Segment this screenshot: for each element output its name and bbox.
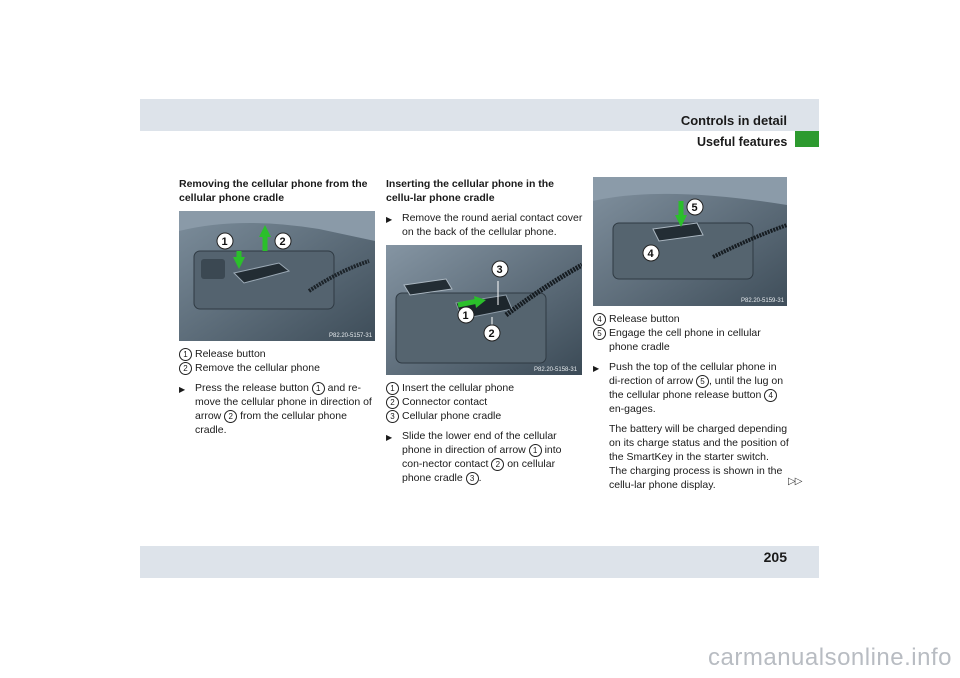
figure-code: P82.20-5158-31: [534, 367, 578, 373]
section-title: Controls in detail: [680, 113, 787, 128]
svg-text:4: 4: [648, 248, 655, 260]
callout-2: 2: [274, 232, 292, 250]
green-tab-marker: [795, 131, 819, 147]
figure-code: P82.20-5159-31: [741, 298, 785, 304]
figure-removing: P82.20-5157-31 1 2: [179, 211, 375, 341]
svg-text:5: 5: [692, 202, 698, 214]
triangle-right-icon: ▶: [179, 385, 186, 394]
figure-engaging: P82.20-5159-31 5 4: [593, 177, 787, 306]
page-number: 205: [763, 549, 787, 565]
double-triangle-right-icon: ▷▷: [788, 476, 802, 487]
heading-inserting: Inserting the cellular phone in the cell…: [386, 178, 555, 204]
svg-text:1: 1: [463, 310, 469, 322]
callout-2: 2: [483, 324, 501, 342]
step-instruction: ▶ Push the top of the cellular phone in …: [593, 361, 784, 415]
step-instruction: ▶ Slide the lower end of the cellular ph…: [386, 430, 562, 485]
header-band: Controls in detail: [140, 99, 819, 131]
callout-5: 5: [686, 198, 704, 216]
triangle-right-icon: ▶: [386, 433, 393, 442]
triangle-right-icon: ▶: [593, 364, 600, 373]
svg-text:3: 3: [497, 264, 503, 276]
svg-text:2: 2: [280, 236, 286, 248]
heading-removing: Removing the cellular phone from the cel…: [179, 178, 368, 204]
svg-text:1: 1: [222, 236, 228, 248]
callout-1: 1: [216, 232, 234, 250]
footer-band: 205: [140, 546, 819, 578]
svg-text:2: 2: [489, 328, 495, 340]
watermark: carmanualsonline.info: [708, 644, 952, 671]
column-removing: Removing the cellular phone from the cel…: [179, 177, 375, 437]
callout-4: 4: [642, 244, 660, 262]
figure-inserting: P82.20-5158-31 3 1 2: [386, 245, 582, 375]
step-instruction: ▶ Remove the round aerial contact cover …: [386, 212, 583, 238]
step-instruction: ▶ Press the release button 1 and re-move…: [179, 382, 372, 436]
callout-3: 3: [491, 260, 509, 278]
column-inserting: Inserting the cellular phone in the cell…: [386, 177, 584, 485]
callout-1: 1: [457, 306, 475, 324]
charging-paragraph: The battery will be charged depending on…: [609, 423, 789, 491]
figure-code: P82.20-5157-31: [329, 333, 373, 339]
triangle-right-icon: ▶: [386, 215, 393, 224]
section-subtitle: Useful features: [697, 135, 788, 149]
